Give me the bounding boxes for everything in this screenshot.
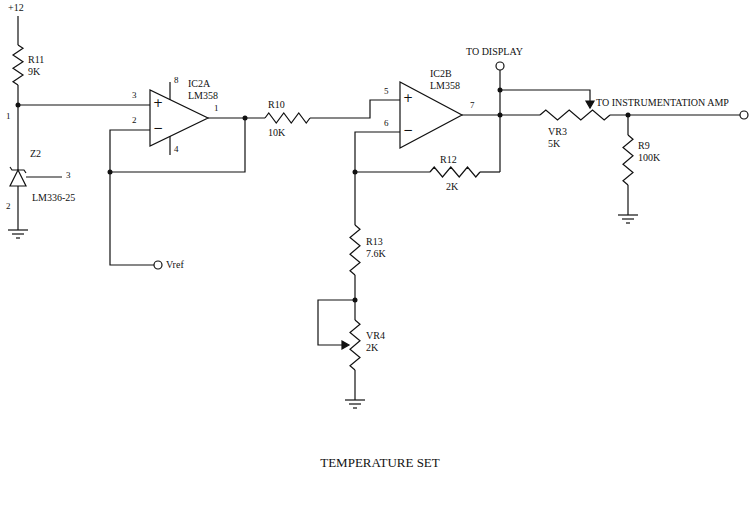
wire [318,300,355,345]
wire [26,176,62,177]
part-value: 7.6K [366,248,386,259]
input-sign: + [403,92,413,105]
wire [627,185,628,215]
wire [310,100,400,118]
ground-symbol [618,215,638,223]
part-value: 2K [366,342,378,353]
pin-number: 4 [174,145,179,155]
potentiometer-symbol [350,320,360,370]
part-name: R12 [440,154,457,165]
input-sign: − [403,124,413,137]
wire [355,132,400,225]
terminal [496,62,504,70]
part-name: VR4 [366,330,385,341]
pin-number: 2 [6,202,11,212]
wire [627,115,628,135]
wire [110,118,245,172]
part-name: IC2A [188,78,210,89]
resistor-symbol [623,135,633,185]
wire [17,16,18,45]
pin-number: 1 [6,112,11,122]
wire [499,70,500,172]
opamp-symbol [400,82,462,148]
part-name: Z2 [30,148,41,159]
wire [17,186,18,230]
pin-number: 6 [384,119,389,129]
wiper-arrow [586,101,594,108]
terminal [154,261,162,269]
signal-name: Vref [166,259,184,270]
pin-number: 7 [470,101,475,111]
ground-symbol [8,230,28,238]
part-name: R10 [268,99,285,110]
part-value: 100K [638,152,660,163]
wire [208,117,265,118]
ground-symbol [345,400,365,408]
pin-number: 3 [66,171,71,181]
wire [480,171,500,172]
wire [355,171,430,172]
pin-number: 5 [384,87,389,97]
potentiometer-symbol [540,110,610,120]
wire [110,172,154,265]
part-value: LM336-25 [32,192,75,203]
resistor-symbol [350,225,360,275]
resistor-symbol [265,113,310,123]
wire [169,136,170,155]
pin-number: 3 [132,91,137,101]
input-sign: + [153,97,163,110]
part-value: 10K [268,127,285,138]
signal-name: TO INSTRUMENTATION AMP [596,97,729,108]
part-name: R13 [366,236,383,247]
resistor-symbol [13,45,23,85]
wire [500,90,590,104]
part-value: 2K [446,181,458,192]
part-value: 9K [28,66,40,77]
part-name: R9 [638,140,650,151]
wire [18,104,150,105]
junction-dot [16,88,631,303]
diagram-title: TEMPERATURE SET [320,456,440,470]
resistor-symbol [430,167,480,177]
part-value: LM358 [188,90,218,101]
wire [17,85,18,170]
terminal [740,111,748,119]
wire [169,82,170,100]
input-sign: − [153,122,163,135]
part-name: R11 [28,54,44,65]
signal-name: TO DISPLAY [466,46,523,57]
part-name: VR3 [548,126,567,137]
supply-label: +12 [8,2,24,13]
part-value: 5K [548,138,560,149]
pin-number: 1 [214,104,219,114]
part-name: IC2B [430,68,452,79]
wire [354,370,355,400]
zener-symbol [10,170,26,186]
pin-number: 2 [132,116,137,126]
wiper-arrow [342,341,349,349]
pin-number: 8 [174,76,179,86]
part-value: LM358 [430,80,460,91]
